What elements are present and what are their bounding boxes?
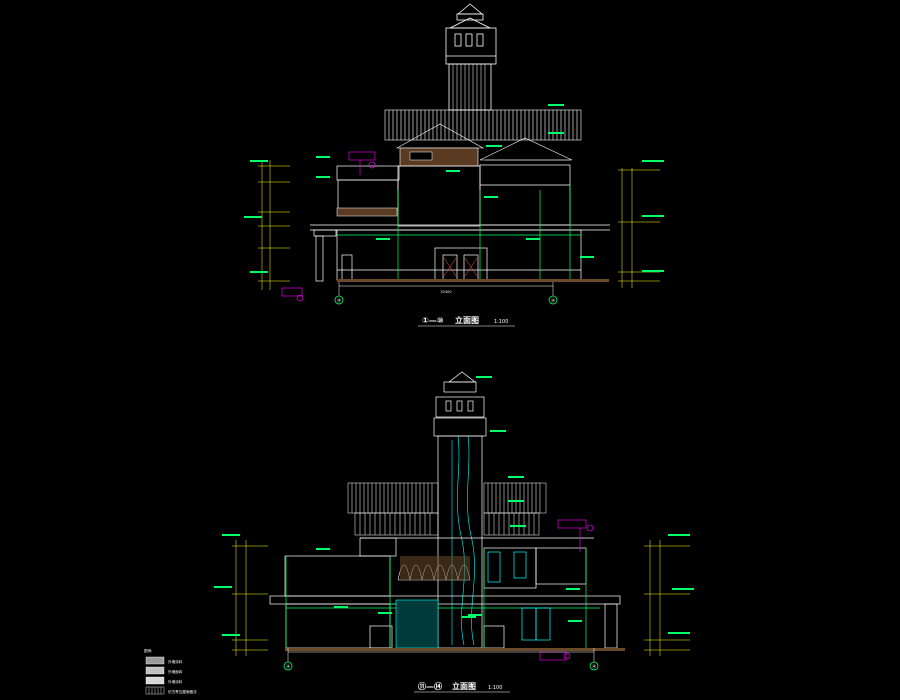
top-door-hatch [443,257,478,277]
legend-label: 外墙面砖 [168,669,183,674]
top-axis-label-left: ⑭ [337,297,341,303]
top-window-upper [409,151,433,161]
legend-swatch [145,676,165,685]
bottom-right-dimensions [644,540,690,656]
bottom-title-mark: ⑪—⑭ [418,681,442,691]
top-axis-bubble-right [548,295,558,305]
top-title: 立面图 [455,315,479,325]
legend: 图例: 外墙涂料 外墙面砖 外墙涂料 仿古青瓦屋面做法 [144,648,197,695]
legend-label: 外墙涂料 [168,659,183,664]
legend-label: 外墙涂料 [168,679,183,684]
bottom-cyan-screen [395,599,439,649]
top-elevation: ⑭ ⑭ 32400 ①—⑩ 立面图 1:100 [244,3,664,327]
top-dimension-total: 32400 [440,290,451,294]
bottom-axis-label-left: ⑭ [286,663,290,669]
legend-item: 外墙面砖 [145,666,183,675]
top-balcony [336,207,398,217]
bottom-axis-bubble-left [283,661,293,671]
bottom-roofs [347,482,547,536]
top-tower-hatch [452,64,486,110]
top-scale: 1:100 [494,319,508,325]
legend-swatch [145,666,165,675]
bottom-elevation: ⑭ ⑭ ⑪—⑭ 立面图 1:100 [214,371,694,693]
bottom-axis-bubble-right [589,661,599,671]
top-main-roof [384,109,582,161]
bottom-brown-panel [400,556,470,580]
bottom-axis-line [287,648,595,662]
top-level-markers [244,104,664,273]
top-axis-label-right: ⑭ [551,297,555,303]
top-axis-bubble-left [334,295,344,305]
legend-label: 仿古青瓦屋面做法 [168,689,197,694]
bottom-level-markers [214,376,694,636]
top-title-mark: ①—⑩ [422,316,444,325]
bottom-axis-label-right: ⑭ [592,663,596,669]
bottom-scale: 1:100 [488,685,502,691]
legend-item: 仿古青瓦屋面做法 [145,686,197,695]
top-left-dimensions [258,160,290,290]
legend-item: 外墙涂料 [145,656,183,665]
legend-swatch [145,656,165,665]
top-ground-line [337,279,609,282]
bottom-left-dimensions [232,540,268,656]
legend-title: 图例: [144,648,152,653]
top-magenta-callouts [281,151,376,302]
bottom-title: 立面图 [452,681,476,691]
top-tower [445,3,497,111]
bottom-cyan-windows [487,551,551,641]
legend-swatch-hatch [148,687,162,694]
top-axis-line [338,282,554,296]
bottom-ground-line [285,648,625,651]
legend-item: 外墙涂料 [145,676,183,685]
top-green-edges [337,185,581,280]
